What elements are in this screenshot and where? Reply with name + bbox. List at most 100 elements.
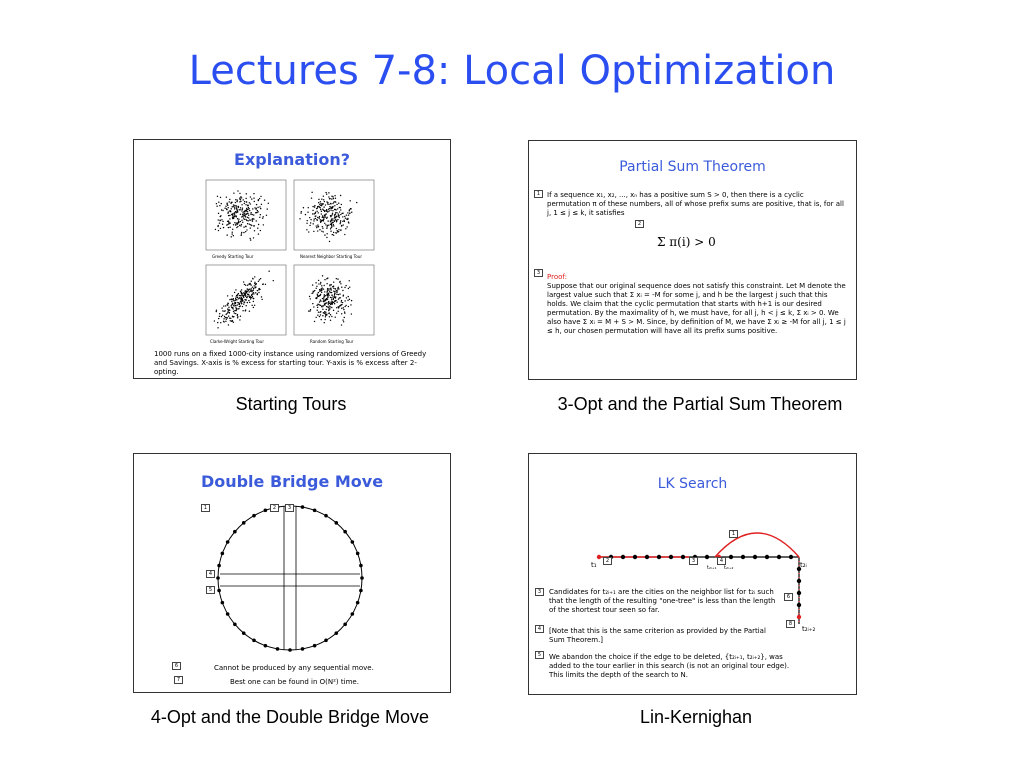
scatter-point — [321, 287, 323, 289]
scatter-point — [228, 317, 231, 319]
scatter-point — [328, 307, 330, 309]
scatter-point — [242, 199, 244, 201]
city-node — [241, 521, 246, 525]
scatter-point — [239, 198, 242, 201]
scatter-point — [228, 309, 231, 311]
scatter-point — [312, 223, 314, 225]
thumbnail-lk-search[interactable]: LK Search 1 2 3 4 6 8 t₁ t₂ᵢ₊₁ t₂ᵢ₊₂ t₂ᵢ… — [528, 453, 857, 695]
scatter-point — [324, 299, 327, 302]
scatter-point — [225, 196, 228, 198]
scatter-point — [245, 292, 247, 295]
scatter-point — [238, 303, 241, 306]
scatter-point — [319, 314, 322, 316]
step-box-2: 2 — [635, 220, 644, 228]
scatter-frame — [293, 264, 375, 336]
scatter-point — [309, 310, 311, 312]
scatter-point — [331, 206, 333, 208]
thumbnail-partial-sum[interactable]: Partial Sum Theorem 1 If a sequence x₁, … — [528, 140, 857, 380]
lk-diagram — [596, 532, 802, 624]
scatter-point — [250, 224, 252, 226]
scatter-point — [243, 226, 245, 228]
scatter-point — [226, 202, 228, 204]
scatter-point — [261, 298, 263, 301]
scatter-point — [308, 231, 310, 233]
scatter-point — [258, 291, 260, 294]
scatter-point — [309, 222, 312, 224]
scatter-point — [311, 284, 314, 286]
scatter-point — [234, 309, 236, 312]
scatter-point — [249, 283, 251, 285]
scatter-point — [219, 227, 222, 230]
city-node — [796, 578, 802, 584]
scatter-point — [233, 208, 236, 210]
thumbnail-double-bridge[interactable]: Double Bridge Move 1 2 3 4 5 6 7 Cannot … — [133, 453, 451, 693]
scatter-point — [306, 222, 308, 224]
caption-partial-sum: 3-Opt and the Partial Sum Theorem — [557, 394, 843, 414]
scatter-point — [306, 219, 308, 222]
scatter-point — [334, 197, 337, 199]
scatter-point — [234, 210, 237, 213]
scatter-point — [327, 277, 329, 279]
scatter-point — [316, 226, 318, 229]
scatter-point — [259, 277, 262, 280]
plot-label-nn: Nearest Neighbor Starting Tour — [300, 254, 363, 259]
step-box-7: 7 — [174, 676, 183, 684]
city-node — [233, 622, 237, 627]
scatter-point — [332, 309, 335, 312]
scatter-point — [267, 202, 269, 205]
scatter-point — [245, 218, 247, 221]
scatter-point — [327, 293, 330, 296]
scatter-point — [337, 293, 340, 296]
step-box-4: 4 — [206, 570, 215, 578]
scatter-point — [312, 290, 314, 293]
scatter-point — [239, 201, 241, 203]
scatter-point — [230, 208, 232, 210]
scatter-point — [321, 225, 324, 228]
scatter-point — [253, 225, 256, 227]
scatter-point — [236, 314, 239, 317]
scatter-point — [254, 282, 256, 285]
scatter-point — [329, 296, 332, 299]
thumbnail-starting-tours[interactable]: Explanation? Greedy Starting Tour Neares… — [133, 139, 451, 379]
scatter-point — [337, 306, 339, 308]
scatter-point — [255, 220, 257, 222]
scatter-point — [222, 310, 224, 312]
scatter-point — [319, 288, 321, 291]
scatter-point — [240, 301, 242, 304]
scatter-point — [318, 198, 320, 201]
scatter-point — [264, 283, 267, 285]
scatter-point — [339, 194, 342, 197]
scatter-point — [347, 214, 350, 216]
scatter-point — [300, 212, 302, 214]
scatter-point — [229, 198, 231, 201]
scatter-point — [240, 234, 242, 237]
scatter-point — [340, 299, 343, 302]
scatter-point — [337, 218, 339, 221]
scatter-point — [214, 228, 217, 231]
scatter-point — [349, 200, 351, 202]
scatter-point — [247, 204, 249, 207]
scatter-point — [334, 195, 336, 197]
city-node — [728, 554, 734, 560]
scatter-point — [317, 230, 319, 232]
scatter-point — [309, 224, 311, 227]
tour-circle — [217, 505, 363, 651]
city-node — [241, 631, 246, 635]
scatter-point — [330, 226, 332, 229]
scatter-point — [341, 301, 344, 304]
scatter-point — [244, 293, 246, 295]
scatter-point — [322, 195, 325, 197]
scatter-point — [219, 215, 221, 218]
scatter-point — [328, 305, 330, 307]
scatter-point — [340, 220, 342, 222]
scatter-point — [317, 225, 319, 228]
city-node — [334, 521, 339, 525]
scatter-point — [334, 216, 336, 219]
scatter-point — [326, 313, 328, 315]
scatter-point — [325, 213, 327, 215]
city-node — [668, 554, 674, 560]
scatter-point — [248, 223, 251, 225]
scatter-point — [325, 209, 328, 211]
scatter-point — [232, 234, 235, 237]
scatter-point — [314, 289, 316, 292]
